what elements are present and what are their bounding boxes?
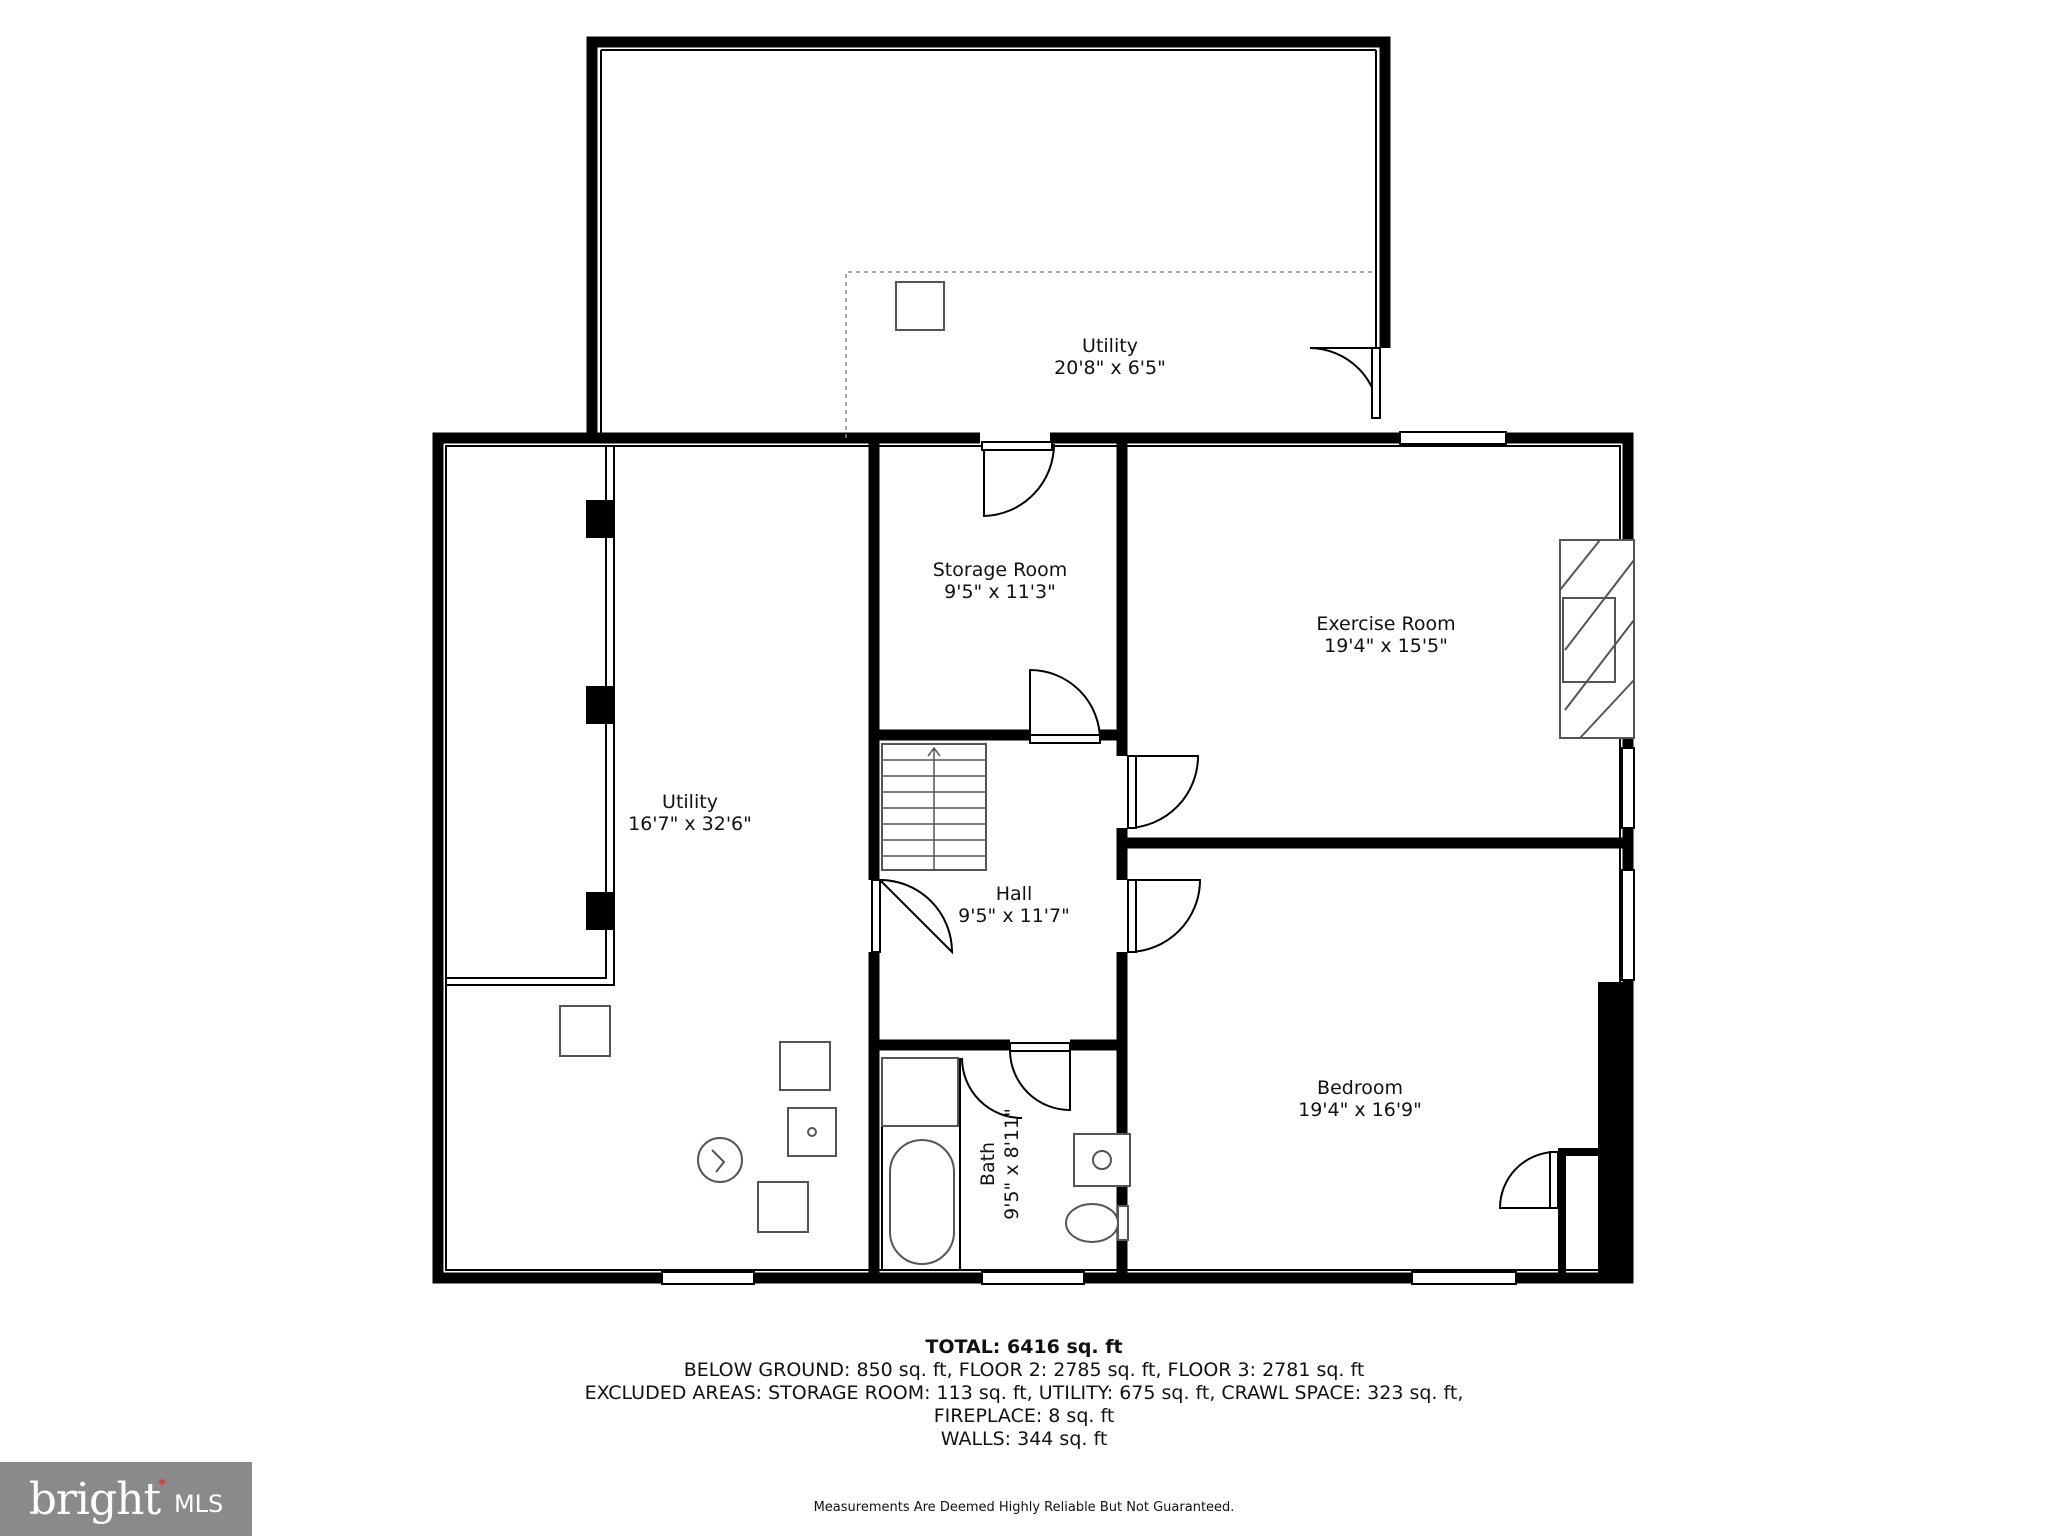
room-dims-exercise: 19'4" x 15'5" — [1324, 635, 1448, 657]
labels: Utility 20'8" x 6'5" Storage Room 9'5" x… — [628, 335, 1456, 1220]
door-swing — [1127, 755, 1200, 829]
room-dims-bath: 9'5" x 8'11" — [1001, 1108, 1023, 1220]
room-name-bath: Bath — [977, 1142, 999, 1186]
toilet-tank — [1117, 1205, 1129, 1241]
window — [661, 1271, 755, 1285]
inner-lines — [445, 49, 1621, 1271]
fireplace-hatch — [1559, 539, 1635, 739]
crawl-space-outline — [446, 446, 615, 986]
door-swing — [1127, 879, 1202, 953]
room-dims-hall: 9'5" x 11'7" — [958, 905, 1070, 927]
column — [586, 686, 614, 724]
fireplace-inner — [1562, 597, 1616, 683]
window — [1621, 747, 1635, 829]
room-dims-storage: 9'5" x 11'3" — [944, 581, 1056, 603]
doors — [871, 347, 1559, 1209]
fireplace-area: FIREPLACE: 8 sq. ft — [933, 1405, 1115, 1427]
bright-mls-logo: bright ✦ MLS — [0, 1462, 252, 1536]
utility-sink-drain — [807, 1127, 817, 1137]
door-swing — [961, 1057, 1023, 1119]
toilet-bowl — [1065, 1203, 1119, 1243]
water-heater — [697, 1137, 743, 1183]
column — [586, 892, 614, 930]
door-swing — [1009, 1050, 1071, 1112]
area-summary: TOTAL: 6416 sq. ft BELOW GROUND: 850 sq.… — [0, 1336, 2048, 1451]
door-swing — [1029, 668, 1102, 742]
logo-suffix: MLS — [173, 1490, 224, 1518]
wall-top-utility — [586, 36, 1391, 444]
floor-areas: BELOW GROUND: 850 sq. ft, FLOOR 2: 2785 … — [683, 1359, 1365, 1381]
windows — [661, 431, 1635, 1285]
utility-box — [559, 1005, 611, 1057]
room-name-bedroom: Bedroom — [1317, 1077, 1403, 1099]
bath-closet — [881, 1057, 959, 1127]
room-name-utility-top: Utility — [1082, 335, 1138, 357]
bathtub — [889, 1139, 955, 1265]
room-dims-bedroom: 19'4" x 16'9" — [1298, 1099, 1422, 1121]
utility-box — [779, 1041, 831, 1091]
column — [586, 500, 614, 538]
excluded-areas: EXCLUDED AREAS: STORAGE ROOM: 113 sq. ft… — [584, 1382, 1464, 1404]
walls — [432, 36, 1634, 1284]
disclaimer: Measurements Are Deemed Highly Reliable … — [813, 1500, 1235, 1515]
logo-brand: bright — [28, 1473, 161, 1525]
window — [1399, 431, 1507, 445]
utility-box — [895, 281, 945, 331]
room-dims-utility-left: 16'7" x 32'6" — [628, 813, 752, 835]
window — [981, 1271, 1085, 1285]
fixtures — [559, 281, 1635, 1265]
bedroom-closet — [1598, 982, 1628, 1278]
walls-area: WALLS: 344 sq. ft — [940, 1428, 1108, 1450]
utility-box — [757, 1181, 809, 1233]
room-dims-utility-top: 20'8" x 6'5" — [1054, 357, 1166, 379]
door-swing — [879, 879, 954, 955]
stair-treads — [882, 746, 986, 870]
window — [1411, 1271, 1517, 1285]
columns — [586, 500, 614, 930]
room-name-utility-left: Utility — [662, 791, 718, 813]
room-name-storage: Storage Room — [933, 559, 1067, 581]
logo-star-icon: ✦ — [156, 1475, 168, 1491]
door-swing — [1498, 1151, 1555, 1209]
room-name-hall: Hall — [996, 883, 1033, 905]
door-swing — [1309, 347, 1380, 419]
room-name-exercise: Exercise Room — [1316, 613, 1455, 635]
door-swing — [983, 443, 1055, 518]
bedroom-closet-wall — [1558, 1148, 1598, 1278]
window — [1621, 869, 1635, 981]
total-area: TOTAL: 6416 sq. ft — [925, 1336, 1123, 1358]
